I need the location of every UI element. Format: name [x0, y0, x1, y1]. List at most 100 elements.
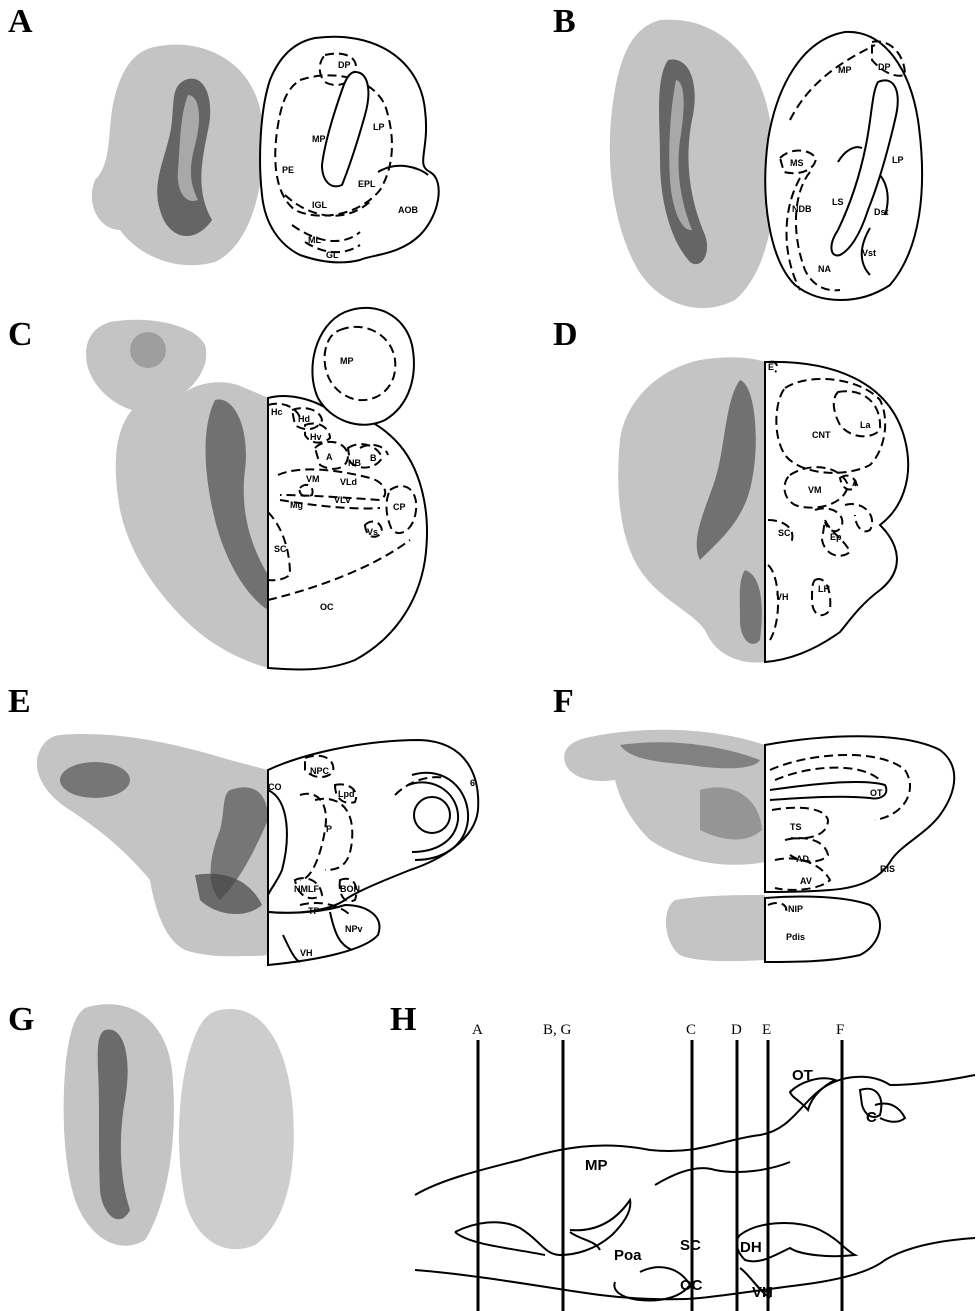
label-igl: IGL — [312, 200, 328, 210]
panel-f-image — [564, 730, 765, 961]
label-vm: VM — [306, 474, 320, 484]
label-pdis: Pdis — [786, 932, 805, 942]
region-label-dh: DH — [740, 1239, 762, 1256]
label-ot: OT — [870, 788, 883, 798]
label-tp: TP — [308, 906, 320, 916]
label-mp: MP — [838, 65, 852, 75]
section-label-b-g: B, G — [543, 1022, 572, 1038]
label-hd: Hd — [298, 414, 310, 424]
label-dp: DP — [878, 62, 891, 72]
label-b: B — [370, 453, 377, 463]
label-npc: NPC — [310, 766, 330, 776]
label-lh: LH — [818, 584, 830, 594]
region-label-c: C — [866, 1109, 877, 1126]
label-ml: ML — [308, 235, 321, 245]
section-label-e: E — [762, 1022, 771, 1038]
brain-outline — [415, 1075, 975, 1300]
region-labels: MP OT C Poa SC DH OC VH — [585, 1067, 877, 1301]
label-pe: PE — [282, 165, 294, 175]
label-vst: Vst — [862, 248, 876, 258]
label-a: A — [852, 478, 859, 488]
region-label-ot: OT — [792, 1067, 813, 1084]
label-ls: LS — [832, 197, 844, 207]
panel-e: E NPC 6 CO Lpd — [8, 683, 478, 965]
panel-d: D E CNT La VM A SC Ep VH L — [553, 316, 908, 663]
label-la: La — [860, 420, 871, 430]
label-vlv: VLv — [334, 495, 351, 505]
panel-letter-b: B — [553, 3, 576, 40]
label-npv: NPv — [345, 924, 363, 934]
label-aob: AOB — [398, 205, 419, 215]
label-av: AV — [800, 876, 812, 886]
label-vh: VH — [776, 592, 789, 602]
panel-f: F OT TS AD AV RIS NIP Pdis — [553, 683, 954, 962]
panel-c-image — [86, 320, 268, 668]
label-ts: TS — [790, 822, 802, 832]
label-e: E — [768, 362, 774, 372]
section-label-d: D — [731, 1022, 742, 1038]
region-label-sc: SC — [680, 1237, 701, 1254]
panel-b-image — [610, 20, 775, 308]
label-ms: MS — [790, 158, 804, 168]
panel-letter-c: C — [8, 316, 33, 353]
panel-d-drawing: E CNT La VM A SC Ep VH LH — [765, 362, 908, 662]
panel-e-image — [37, 734, 268, 956]
label-mp: MP — [312, 134, 326, 144]
label-cnt: CNT — [812, 430, 831, 440]
panel-letter-e: E — [8, 683, 31, 720]
panel-g: G — [8, 1001, 294, 1249]
label-nb: NB — [348, 458, 361, 468]
label-mp: MP — [340, 356, 354, 366]
label-dp: DP — [338, 60, 351, 70]
label-vm: VM — [808, 485, 822, 495]
panel-c: C MP Hc Hd Hv A — [8, 308, 427, 670]
label-epl: EPL — [358, 179, 376, 189]
panel-e-drawing: NPC 6 CO Lpd P NMLF BON TP NPv VH — [268, 740, 478, 965]
panel-letter-a: A — [8, 3, 33, 40]
label-lp: LP — [892, 155, 904, 165]
label-lpd: Lpd — [338, 789, 355, 799]
label-nip: NIP — [788, 904, 803, 914]
panel-g-left-image — [64, 1004, 174, 1246]
panel-letter-d: D — [553, 316, 578, 353]
panel-h: H A B, G C D E F — [390, 1001, 975, 1311]
section-label-f: F — [836, 1022, 844, 1038]
panel-a-image — [92, 45, 263, 266]
panel-d-image — [618, 357, 765, 662]
label-vs: Vs — [367, 527, 378, 537]
label-ris: RIS — [880, 864, 895, 874]
label-ep: Ep — [830, 532, 842, 542]
label-nmlf: NMLF — [294, 884, 319, 894]
label-bon: BON — [340, 884, 360, 894]
panel-a: A DP MP LP PE EPL IGL AOB ML GL — [8, 3, 439, 265]
label-hv: Hv — [310, 432, 322, 442]
section-label-a: A — [472, 1022, 483, 1038]
panel-b: B MP DP MS LP LS NDB Dst NA Vst — [553, 3, 922, 308]
label-lp: LP — [373, 122, 385, 132]
label-a: A — [326, 452, 333, 462]
label-ndb: NDB — [792, 204, 812, 214]
label-ad: AD — [796, 854, 809, 864]
label-6: 6 — [470, 778, 475, 788]
label-vld: VLd — [340, 477, 357, 487]
label-mg: Mg — [290, 500, 303, 510]
panel-a-drawing: DP MP LP PE EPL IGL AOB ML GL — [260, 37, 439, 263]
region-label-oc: OC — [680, 1277, 703, 1294]
label-gl: GL — [326, 250, 339, 260]
label-hc: Hc — [271, 407, 283, 417]
region-label-mp: MP — [585, 1157, 608, 1174]
panel-letter-g: G — [8, 1001, 34, 1038]
region-label-vh: VH — [752, 1284, 773, 1301]
panel-c-drawing: MP Hc Hd Hv A NB B VM VLd Mg VLv CP Vs S… — [268, 308, 427, 670]
region-label-poa: Poa — [614, 1247, 642, 1264]
section-label-c: C — [686, 1022, 696, 1038]
label-vh: VH — [300, 948, 313, 958]
label-na: NA — [818, 264, 831, 274]
panel-letter-f: F — [553, 683, 574, 720]
label-sc: SC — [274, 544, 287, 554]
label-p: P — [326, 824, 332, 834]
panel-g-right-image — [179, 1009, 294, 1249]
label-sc: SC — [778, 528, 791, 538]
label-oc: OC — [320, 602, 334, 612]
